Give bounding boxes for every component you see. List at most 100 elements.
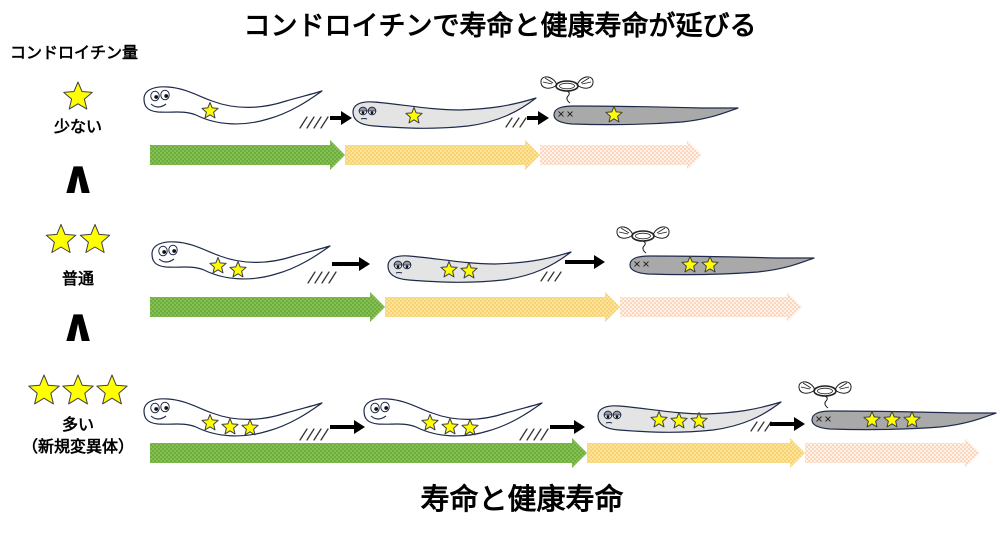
motion-line bbox=[547, 271, 555, 282]
worm-eyelid bbox=[367, 106, 377, 112]
final-phase-arrow bbox=[540, 140, 702, 170]
halo-ring-inner bbox=[817, 387, 833, 395]
lifespan-arrows bbox=[150, 140, 980, 468]
star-icon bbox=[903, 411, 921, 428]
worm-face-happy bbox=[370, 401, 390, 420]
angel-halo-icon bbox=[540, 76, 594, 104]
declining-phase-arrow bbox=[587, 438, 805, 468]
final-phase-arrow bbox=[620, 292, 802, 322]
worm-eyelid bbox=[393, 260, 403, 266]
motion-lines-icon bbox=[307, 271, 337, 284]
worm-pupil bbox=[164, 94, 169, 98]
star-icon bbox=[28, 374, 60, 405]
worm-eye-cross bbox=[816, 416, 822, 422]
final-phase-arrow bbox=[805, 438, 980, 468]
worm-healthy-icon bbox=[363, 398, 549, 441]
motion-line bbox=[313, 428, 322, 441]
legend-heading: コンドロイチン量 bbox=[10, 43, 139, 62]
worm-healthy-icon bbox=[143, 86, 329, 129]
worm-eyelid bbox=[358, 106, 368, 112]
worm-face-dead bbox=[558, 111, 573, 117]
worm-mouth bbox=[360, 118, 368, 120]
star-icon bbox=[461, 419, 479, 436]
motion-line bbox=[512, 117, 520, 128]
halo-feathers bbox=[618, 227, 668, 235]
worm-pupil bbox=[361, 111, 365, 115]
worm-face-happy bbox=[158, 244, 178, 263]
worm-face-happy bbox=[150, 89, 170, 108]
comparison-symbol: ∧ bbox=[59, 298, 97, 352]
star-icon bbox=[690, 412, 708, 429]
worm-body bbox=[387, 251, 572, 283]
worm-body bbox=[143, 398, 323, 437]
worm-face-tired bbox=[603, 410, 622, 424]
worm-pupil bbox=[154, 95, 159, 99]
worm-face-happy bbox=[150, 401, 170, 420]
worm-pupil bbox=[396, 265, 400, 269]
worm-face-tired bbox=[358, 106, 377, 120]
star-icon bbox=[63, 81, 93, 110]
worm-face-tired bbox=[393, 260, 412, 274]
star-icon bbox=[883, 411, 901, 428]
motion-line bbox=[757, 421, 765, 432]
worm-tired-icon bbox=[352, 97, 537, 129]
worm-pupil bbox=[154, 407, 159, 411]
star-icon bbox=[62, 374, 94, 405]
arrow-head bbox=[574, 420, 585, 434]
star-icon bbox=[701, 256, 719, 273]
worm-eye-cross bbox=[643, 261, 649, 267]
motion-line bbox=[306, 116, 315, 129]
worm-illustrations bbox=[143, 76, 997, 441]
motion-lines-icon bbox=[505, 117, 527, 128]
star-icon bbox=[421, 414, 439, 431]
arrow-right-icon bbox=[565, 255, 605, 269]
motion-line bbox=[554, 271, 562, 282]
star-icon bbox=[440, 261, 458, 278]
worm-body bbox=[151, 241, 331, 280]
worm-pupil bbox=[370, 111, 374, 115]
star-icon bbox=[863, 411, 881, 428]
arrow-head bbox=[794, 417, 805, 431]
worm-pupil bbox=[405, 265, 409, 269]
star-icon bbox=[405, 107, 423, 124]
row-label-low: 少ない bbox=[53, 117, 102, 136]
row-label-high: 多い bbox=[61, 415, 94, 434]
halo-wing-right bbox=[834, 381, 852, 394]
motion-line bbox=[306, 428, 315, 441]
worm-mouth bbox=[150, 415, 167, 420]
worm-body bbox=[811, 410, 997, 431]
star-icon bbox=[681, 256, 699, 273]
halo-wing-left bbox=[798, 381, 816, 394]
progression-arrows bbox=[330, 111, 805, 434]
star-icon bbox=[605, 106, 623, 123]
worm-eye-cross bbox=[558, 111, 564, 117]
worm-body bbox=[553, 105, 739, 126]
halo-squiggle bbox=[566, 90, 571, 104]
worm-healthy-icon bbox=[151, 241, 337, 284]
worm-mouth bbox=[150, 103, 167, 108]
motion-lines-icon bbox=[299, 428, 329, 441]
worm-eye-cross bbox=[825, 416, 831, 422]
motion-line bbox=[519, 117, 527, 128]
motion-line bbox=[321, 271, 330, 284]
worm-mouth bbox=[605, 422, 613, 424]
comparison-symbol: ∧ bbox=[59, 150, 97, 204]
worm-dead-icon bbox=[616, 226, 815, 276]
arrow-right-icon bbox=[330, 420, 365, 434]
worm-eyelid bbox=[402, 260, 412, 266]
angel-halo-icon bbox=[798, 381, 852, 409]
worm-body bbox=[363, 398, 543, 437]
worm-body bbox=[597, 401, 782, 433]
halo-ring-inner bbox=[635, 232, 651, 240]
star-icon bbox=[209, 257, 227, 274]
row-label-normal: 普通 bbox=[61, 269, 94, 288]
healthy-phase-arrow bbox=[150, 292, 385, 322]
arrow-head bbox=[594, 255, 605, 269]
star-icon bbox=[79, 224, 111, 253]
declining-phase-arrow bbox=[345, 140, 540, 170]
halo-wing-left bbox=[540, 76, 558, 89]
star-icon bbox=[650, 411, 668, 428]
motion-lines-icon bbox=[299, 116, 329, 129]
halo-ring-inner bbox=[559, 82, 575, 90]
